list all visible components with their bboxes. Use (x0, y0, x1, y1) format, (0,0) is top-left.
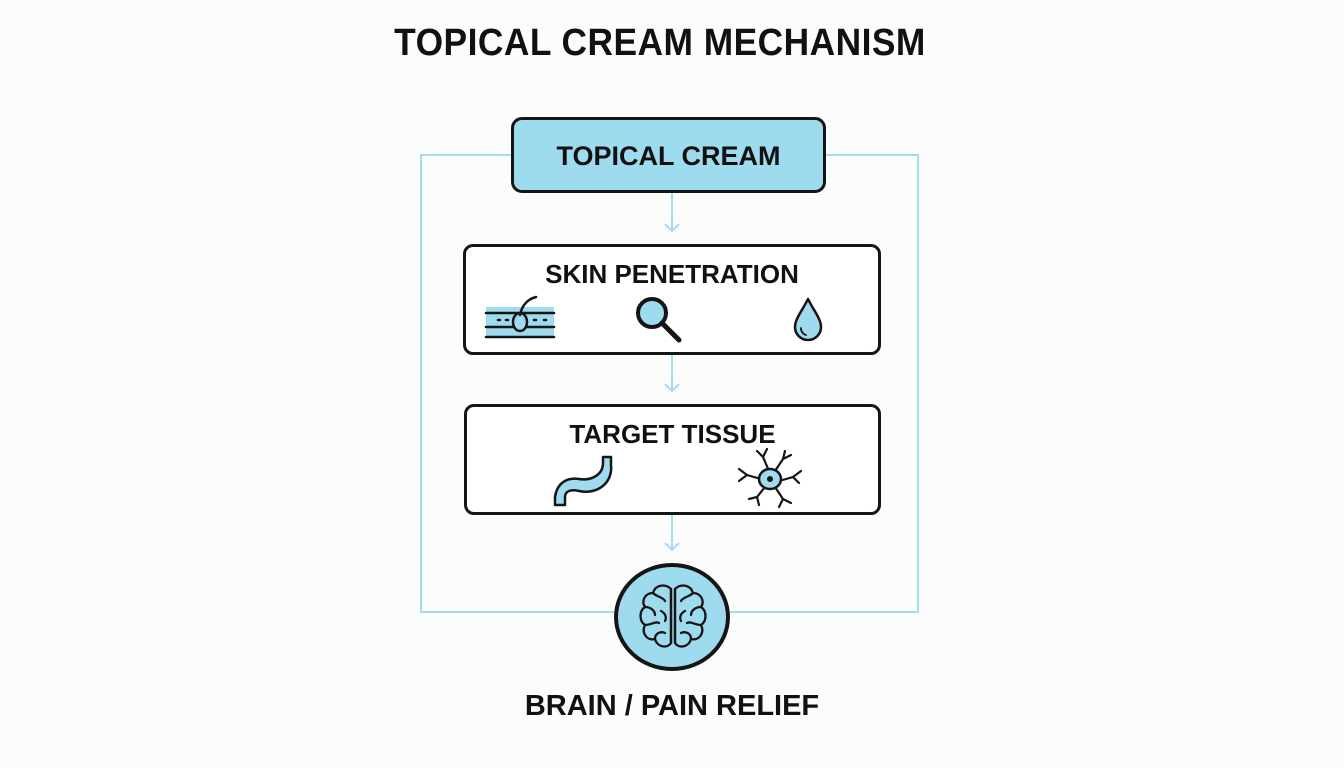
node-label: SKIN PENETRATION (545, 259, 799, 289)
brain-icon (639, 584, 707, 648)
node-label: TOPICAL CREAM (556, 141, 781, 171)
node-topical-cream: TOPICAL CREAM (511, 117, 826, 193)
right-bypass-line (730, 154, 919, 613)
droplet-icon (793, 297, 823, 342)
node-skin-penetration: SKIN PENETRATION (463, 244, 881, 355)
neuron-icon (737, 447, 803, 509)
node-target-tissue: TARGET TISSUE (464, 404, 881, 515)
skin-layer-hair-icon (484, 295, 556, 339)
node-label-brain-pain-relief: BRAIN / PAIN RELIEF (524, 690, 820, 722)
left-bypass-line (420, 154, 614, 613)
magnifier-icon (636, 297, 682, 343)
diagram-title: TOPICAL CREAM MECHANISM (394, 22, 926, 64)
node-brain (614, 563, 730, 671)
stomach-icon (553, 455, 613, 507)
node-label: TARGET TISSUE (569, 419, 776, 449)
